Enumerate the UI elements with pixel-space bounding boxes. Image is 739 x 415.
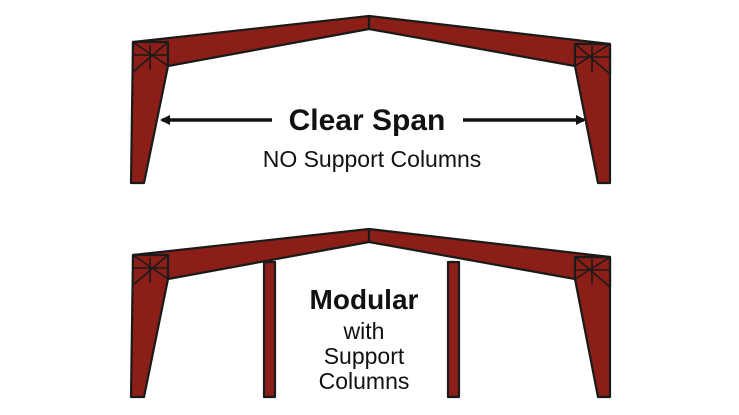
clear-span-right-column <box>573 42 612 185</box>
modular-line-columns: Columns <box>319 368 410 394</box>
clear-span-right-knee-lines <box>574 43 611 75</box>
clear-span-frame <box>129 14 612 185</box>
clear-span-right-rafter <box>367 14 612 76</box>
modular-right-rafter <box>367 227 612 289</box>
modular-support-column-right <box>446 260 461 399</box>
modular-left-knee-lines <box>132 254 169 286</box>
clear-span-title: Clear Span <box>289 104 446 137</box>
modular-support-column-left <box>262 260 277 399</box>
clear-span-subtitle: NO Support Columns <box>263 146 482 172</box>
modular-right-column <box>573 255 612 399</box>
modular-line-with: with <box>343 318 385 344</box>
clear-span-left-column <box>129 40 170 185</box>
modular-title: Modular <box>310 284 419 315</box>
modular-frame <box>129 227 612 399</box>
modular-line-support: Support <box>324 343 405 369</box>
clear-span-left-knee-lines <box>132 41 169 73</box>
modular-left-column <box>129 253 170 399</box>
modular-right-knee-lines <box>574 256 611 288</box>
